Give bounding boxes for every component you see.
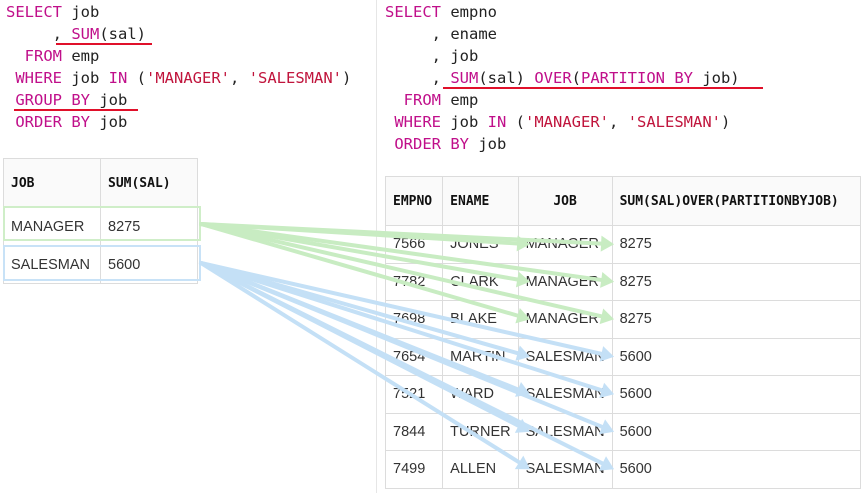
cell-empno: 7499 [384,450,444,489]
sql-token: (sal) [478,69,535,87]
window-result-table: EMPNO ENAME JOB SUM(SAL)OVER(PARTITIONBY… [384,176,861,489]
sql-token: ) [342,69,352,87]
cell-sum: 5600 [611,375,861,414]
sql-token: job) [692,69,740,87]
sql-token: , ename [385,25,497,43]
table-header-row: JOB SUM(SAL) [3,158,198,208]
cell-empno: 7654 [384,337,444,376]
sql-token: job [441,113,488,131]
cell-sum: 5600 [611,337,861,376]
sql-token: emp [62,47,100,65]
column-header-sum-over-partition: SUM(SAL)OVER(PARTITIONBYJOB) [611,176,861,226]
cell-sum: 8275 [611,300,861,339]
sql-token: SUM [450,69,479,87]
cell-job: SALESMAN [517,337,613,376]
column-header-job: JOB [3,158,101,208]
sql-token: 'MANAGER' [146,69,231,87]
sql-token: IN [487,113,507,131]
sql-token: job [469,135,507,153]
salesman-row-highlight [3,245,201,281]
cell-job: MANAGER [517,225,613,264]
cell-ename: WARD [442,375,519,414]
manager-row-highlight [3,206,201,241]
sql-token: (sal) [99,25,146,43]
cell-job: SALESMAN [517,375,613,414]
sql-token: ( [127,69,147,87]
sql-token: job [90,91,128,109]
cell-ename: ALLEN [442,450,519,489]
cell-sum: 8275 [611,225,861,264]
cell-sum: 5600 [611,412,861,451]
sql-token: ( [506,113,526,131]
sql-token: , [6,25,72,43]
sql-token: emp [441,91,479,109]
sql-token: OVER [534,69,572,87]
sql-token: ) [721,113,731,131]
table-header-row: EMPNO ENAME JOB SUM(SAL)OVER(PARTITIONBY… [384,176,861,226]
sql-token: 'SALESMAN' [627,113,722,131]
sql-token: ( [571,69,581,87]
group-by-underline [14,109,138,111]
group-by-query: SELECT job , SUM(sal) FROM emp WHERE job… [6,1,351,133]
sql-token: , [230,69,249,87]
cell-job: SALESMAN [517,412,613,451]
sql-token: SELECT [385,3,441,21]
cell-ename: JONES [442,225,519,264]
sql-token: SELECT [6,3,62,21]
sql-token: , [385,69,451,87]
cell-sum: 8275 [611,262,861,301]
cell-sum: 5600 [100,245,198,284]
sql-token: empno [441,3,497,21]
cell-ename: CLARK [442,262,519,301]
cell-sum: 5600 [611,450,861,489]
column-header-empno: EMPNO [384,176,444,226]
sql-token: 'MANAGER' [525,113,610,131]
over-partition-underline [443,87,763,89]
sql-token: IN [108,69,128,87]
cell-job: SALESMAN [517,450,613,489]
sql-token: WHERE [6,69,62,87]
cell-empno: 7844 [384,412,444,451]
cell-empno: 7566 [384,225,444,264]
cell-empno: 7698 [384,300,444,339]
sql-token: FROM [385,91,441,109]
sql-token: GROUP BY [6,91,90,109]
panel-divider [376,0,377,493]
cell-empno: 7782 [384,262,444,301]
sql-token: PARTITION BY [581,69,693,87]
sql-token: job [90,113,128,131]
sql-token: ORDER BY [385,135,469,153]
sql-token: 'SALESMAN' [248,69,343,87]
sql-token: job [62,3,100,21]
column-header-sum-sal: SUM(SAL) [100,158,198,208]
column-header-job: JOB [517,176,613,226]
group-by-result-table: JOB SUM(SAL) MANAGER 8275 SALESMAN 5600 [3,158,198,284]
sum-underline [56,43,152,45]
sql-token: ORDER BY [6,113,90,131]
column-header-ename: ENAME [442,176,519,226]
cell-ename: MARTIN [442,337,519,376]
sql-token: , job [385,47,479,65]
sql-token: , [609,113,628,131]
cell-ename: TURNER [442,412,519,451]
sql-token: SUM [71,25,100,43]
cell-job: MANAGER [517,262,613,301]
cell-ename: BLAKE [442,300,519,339]
sql-token: job [62,69,109,87]
cell-empno: 7521 [384,375,444,414]
sql-token: FROM [6,47,62,65]
window-function-query: SELECT empno , ename , job , SUM(sal) OV… [385,1,740,155]
sql-token: WHERE [385,113,441,131]
cell-job: MANAGER [517,300,613,339]
